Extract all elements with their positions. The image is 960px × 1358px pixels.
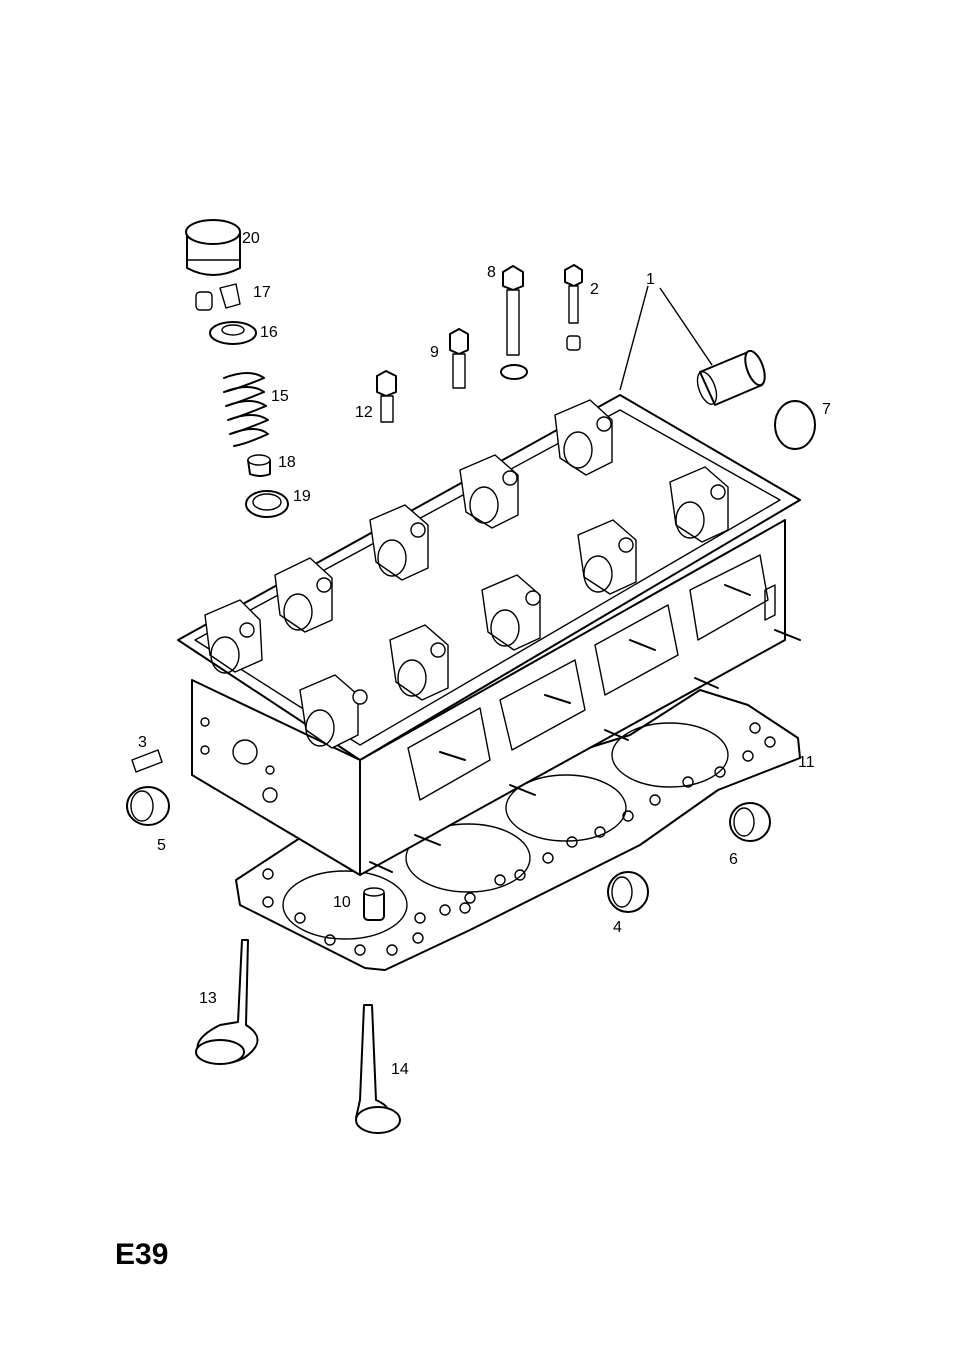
- callout-12: 12: [355, 404, 373, 421]
- part-4-plug: [607, 871, 649, 913]
- part-16-retainer: [209, 321, 257, 345]
- cylinder-head: [177, 394, 801, 876]
- callout-1: 1: [646, 271, 655, 288]
- callout-13: 13: [199, 990, 217, 1007]
- part-1-sleeve: [696, 349, 766, 406]
- part-2-bolt: [564, 264, 583, 351]
- part-13-valve: [195, 939, 259, 1065]
- part-19-spring-seat: [245, 490, 289, 518]
- callout-10: 10: [333, 894, 351, 911]
- callout-2: 2: [590, 281, 599, 298]
- callout-4: 4: [613, 919, 622, 936]
- callout-3: 3: [138, 734, 147, 751]
- callout-20: 20: [242, 230, 260, 247]
- callout-7: 7: [822, 401, 831, 418]
- part-10-dowel: [363, 887, 385, 921]
- callout-5: 5: [157, 837, 166, 854]
- callout-18: 18: [278, 454, 296, 471]
- part-12-bolt: [376, 370, 397, 423]
- callout-14: 14: [391, 1061, 409, 1078]
- part-17-keepers: [195, 283, 241, 311]
- callout-11: 11: [798, 754, 815, 771]
- part-20-tappet: [185, 219, 241, 276]
- leader-lines: [619, 285, 713, 391]
- part-3-stud: [131, 749, 163, 773]
- part-7-cap: [774, 400, 816, 450]
- callout-17: 17: [253, 284, 271, 301]
- part-14-valve: [355, 1004, 401, 1134]
- callout-6: 6: [729, 851, 738, 868]
- page-code: E39: [115, 1238, 169, 1271]
- callout-19: 19: [293, 488, 311, 505]
- part-5-plug: [126, 786, 170, 826]
- part-8-bolt: [500, 265, 528, 380]
- part-9-bolt: [449, 328, 469, 389]
- callout-16: 16: [260, 324, 278, 341]
- callout-15: 15: [271, 388, 289, 405]
- part-15-spring: [223, 372, 269, 447]
- callout-9: 9: [430, 344, 439, 361]
- part-18-stem-seal: [247, 454, 271, 477]
- part-6-plug: [729, 802, 771, 842]
- callout-8: 8: [487, 264, 496, 281]
